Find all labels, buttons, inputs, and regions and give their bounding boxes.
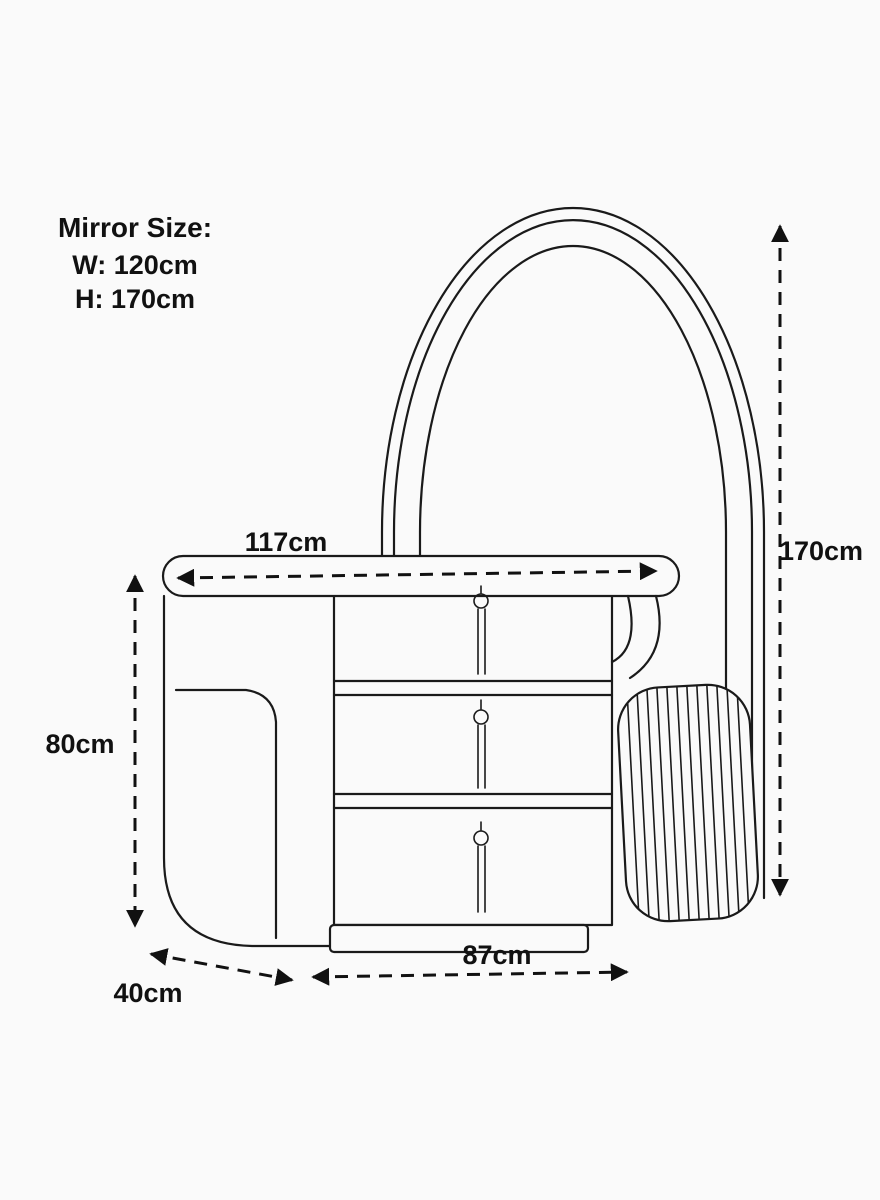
mirror-size-height: H: 170cm (75, 284, 195, 314)
dresser (161, 554, 681, 954)
mirror-size-title: Mirror Size: (58, 212, 212, 243)
mirror-outer-frame (380, 206, 766, 907)
handle-knob (473, 709, 489, 725)
mirror-arch (380, 206, 766, 907)
dresser-depth-arrow (149, 948, 294, 986)
dresser-depth-label: 40cm (113, 978, 182, 1008)
mirror-support-bracket (610, 594, 661, 680)
dresser-top (161, 554, 681, 598)
mirror-inner-frame (418, 244, 728, 907)
drawer-gap-lines (332, 679, 614, 810)
drawer-handle-middle (473, 699, 489, 789)
drawer-handle-top (473, 585, 489, 675)
handle-knob (473, 830, 489, 846)
dresser-height-label: 80cm (45, 729, 114, 759)
pouf (617, 682, 759, 924)
drawer-width-arrow (311, 963, 629, 986)
dresser-plinth (328, 923, 590, 954)
handle-knob (473, 593, 489, 609)
dresser-side-outline (162, 594, 336, 948)
pouf-ribs (626, 682, 750, 924)
dresser-width-label: 117cm (245, 527, 328, 557)
dresser-front (332, 593, 614, 927)
dresser-width-arrow (176, 562, 658, 587)
mirror-size-width: W: 120cm (72, 250, 198, 280)
drawer-handle-bottom (473, 821, 489, 913)
mirror-mid-frame (392, 218, 754, 907)
text-labels: Mirror Size: W: 120cm H: 170cm 117cm 170… (45, 212, 863, 1008)
mirror-height-label: 170cm (779, 536, 863, 566)
dimension-arrows (126, 224, 789, 986)
pouf-body (617, 683, 759, 923)
dresser-side-panel (174, 688, 278, 940)
drawer-width-label: 87cm (462, 940, 531, 970)
